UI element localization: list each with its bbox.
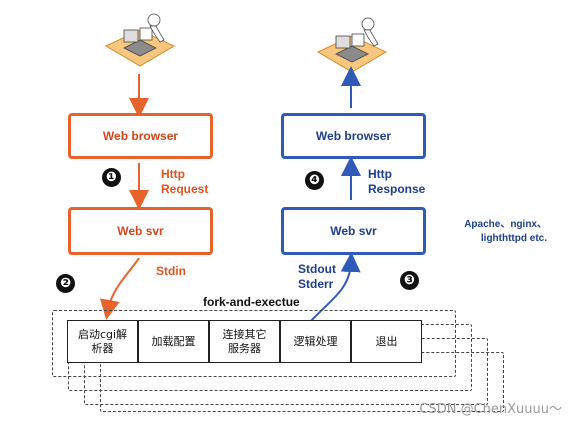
process-step-load-config: 加载配置 <box>138 320 209 363</box>
http-response-label: Http Response <box>368 167 426 196</box>
process-step-exit: 退出 <box>351 320 422 363</box>
arrow-server-to-process <box>99 257 140 320</box>
process-step-start-cgi: 启动cgi解析器 <box>67 320 138 363</box>
stdin-label: Stdin <box>156 264 186 278</box>
step-1-badge: ❶ <box>102 168 121 187</box>
process-step-logic: 逻辑处理 <box>280 320 351 363</box>
step-2-badge: ❷ <box>56 274 75 293</box>
web-browser-label: Web browser <box>315 129 392 143</box>
step-3-badge: ❸ <box>400 271 419 290</box>
user-computer-icon-left <box>104 13 176 67</box>
process-frame-1 <box>52 310 456 377</box>
web-server-label: Web svr <box>117 224 164 238</box>
process-step-connect-servers: 连接其它服务器 <box>209 320 280 363</box>
step-4-badge: ❹ <box>305 171 324 190</box>
server-examples-label: Apache、nginx、 lighthttpd etc. <box>464 219 547 244</box>
web-browser-box-right: Web browser <box>281 113 426 159</box>
web-browser-box-left: Web browser <box>68 113 213 159</box>
user-computer-icon-right <box>316 17 388 73</box>
arrow-process-to-server <box>309 252 361 323</box>
web-server-box-left: Web svr <box>68 207 213 255</box>
watermark: CSDN @ChenXuuuu～ <box>419 402 562 417</box>
http-request-label: Http Request <box>161 167 209 196</box>
web-server-box-right: Web svr <box>281 207 426 255</box>
stdout-stderr-label: Stdout Stderr <box>298 262 336 291</box>
web-server-label: Web svr <box>330 224 377 238</box>
web-browser-label: Web browser <box>102 129 179 143</box>
fork-and-execute-title: fork-and-exectue <box>203 295 300 309</box>
